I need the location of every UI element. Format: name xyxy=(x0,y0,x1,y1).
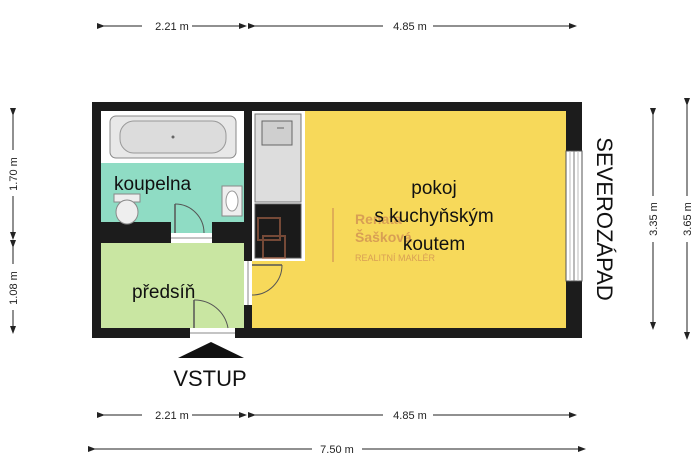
room-label-main-3: koutem xyxy=(403,234,465,255)
dim-right-outer: 3.65 m xyxy=(682,202,694,236)
sink-icon xyxy=(221,185,243,217)
dim-right: 3.35 m 3.65 m xyxy=(645,98,695,340)
entrance-door-icon xyxy=(190,299,235,338)
room-label-main-2: s kuchyňským xyxy=(374,206,493,227)
entrance-label: VSTUP xyxy=(173,366,246,391)
room-label-main-1: pokoj xyxy=(411,178,456,199)
dim-top: 2.21 m 4.85 m xyxy=(97,18,577,34)
entrance-arrow-icon xyxy=(178,342,244,358)
dim-right-inner: 3.35 m xyxy=(648,202,660,236)
toilet-icon xyxy=(113,193,141,225)
hall-room xyxy=(101,243,244,328)
watermark-name-1: Renata xyxy=(355,211,402,227)
orientation-label: SEVEROZÁPAD xyxy=(592,137,617,300)
dim-bottom-right: 4.85 m xyxy=(393,410,427,422)
watermark-subtitle: REALITNÍ MAKLÉR xyxy=(355,253,436,263)
kitchen-icon xyxy=(254,113,302,259)
living-door-icon xyxy=(244,261,283,305)
dim-bottom: 2.21 m 4.85 m 7.50 m xyxy=(88,407,586,457)
living-room-extension xyxy=(252,261,305,328)
dim-top-right: 4.85 m xyxy=(393,21,427,33)
living-room xyxy=(305,111,566,328)
dim-top-left: 2.21 m xyxy=(155,21,189,33)
dim-bottom-left: 2.21 m xyxy=(155,410,189,422)
watermark-name-2: Šašková xyxy=(355,228,412,245)
room-label-bathroom: koupelna xyxy=(114,174,192,195)
room-label-hall: předsíň xyxy=(132,282,195,303)
bathtub-icon xyxy=(109,115,237,159)
bathroom-door-icon xyxy=(174,203,205,234)
dim-left-lower: 1.08 m xyxy=(8,271,20,305)
watermark-logo: Renata Šašková REALITNÍ MAKLÉR xyxy=(257,208,436,263)
dim-left-upper: 1.70 m xyxy=(8,157,20,191)
dim-left: 1.70 m 1.08 m xyxy=(5,108,21,334)
dim-total-width: 7.50 m xyxy=(320,444,354,456)
